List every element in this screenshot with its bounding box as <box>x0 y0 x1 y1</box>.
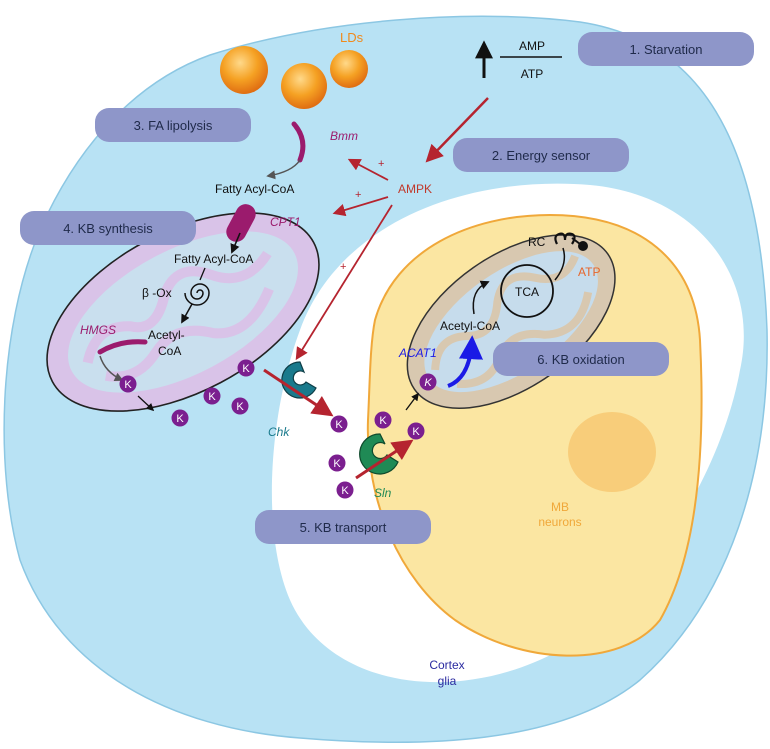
ketone-7: K <box>336 481 354 499</box>
fatty-acyl-coa-top: Fatty Acyl-CoA <box>215 182 294 196</box>
amp-label: AMP <box>519 39 545 53</box>
ketone-4: K <box>237 359 255 377</box>
chk-transport-arrow <box>263 368 334 417</box>
step-4-label: 4. KB synthesis <box>63 221 153 236</box>
rc-stalk <box>571 237 581 245</box>
acat1-label: ACAT1 <box>398 346 437 360</box>
step-1-label: 1. Starvation <box>630 42 703 57</box>
neuron-nucleus <box>568 412 656 492</box>
ampk-to-cpt1-arrow <box>332 196 389 217</box>
glia-label: glia <box>438 674 457 688</box>
ketone-glia-mito: K <box>119 375 137 393</box>
step-6-label: 6. KB oxidation <box>537 352 624 367</box>
ketone-8: K <box>374 411 392 429</box>
rc-label: RC <box>528 235 546 249</box>
atp-ratio-label: ATP <box>521 67 543 81</box>
ketone-5: K <box>330 415 348 433</box>
hmgs-enzyme <box>97 339 148 355</box>
acetyl-label: Acetyl- <box>148 328 185 342</box>
starvation-to-ampk-arrow <box>425 97 489 163</box>
svg-text:K: K <box>124 379 132 391</box>
ketone-6: K <box>328 454 346 472</box>
ketone-import-arrow <box>405 392 419 411</box>
step-2-label: 2. Energy sensor <box>492 148 591 163</box>
plus-bmm: + <box>378 158 384 170</box>
svg-text:K: K <box>333 458 341 470</box>
neurons-label: neurons <box>538 515 581 529</box>
bmm-label: Bmm <box>330 129 358 143</box>
svg-text:K: K <box>208 391 216 403</box>
lipid-droplet-2 <box>281 63 327 109</box>
ketone-export-arrow <box>137 395 155 412</box>
coa-label: CoA <box>158 344 181 358</box>
chk-label: Chk <box>268 425 290 439</box>
sln-transport-arrow <box>355 439 414 480</box>
cortex-label: Cortex <box>429 658 464 672</box>
step-5-pill: 5. KB transport <box>255 510 431 544</box>
cpt1-transporter <box>226 204 256 242</box>
svg-text:K: K <box>412 426 420 438</box>
lds-label: LDs <box>340 30 364 45</box>
ketone-3: K <box>231 397 249 415</box>
plus-chk: + <box>340 261 346 273</box>
svg-text:K: K <box>335 419 343 431</box>
ketone-1: K <box>171 409 189 427</box>
ketone-9: K <box>407 422 425 440</box>
sln-transporter <box>359 433 399 475</box>
atp-neuron-label: ATP <box>578 265 600 279</box>
beta-ox-arrow-out <box>181 303 193 324</box>
hmgs-arrow <box>99 355 124 382</box>
beta-ox-spiral <box>184 283 210 306</box>
beta-ox-arrow-in <box>199 267 206 281</box>
acetyl-coa-to-tca-arrow <box>472 280 490 315</box>
acat1-arrow <box>447 335 483 388</box>
ampk-to-bmm-arrow <box>347 158 389 181</box>
plus-cpt1: + <box>355 189 361 201</box>
svg-text:K: K <box>176 413 184 425</box>
rc-complex-icon <box>554 232 576 245</box>
sln-label: Sln <box>374 486 392 500</box>
ampk-label: AMPK <box>398 182 432 196</box>
tca-label: TCA <box>515 285 539 299</box>
cpt1-arrow <box>230 232 241 254</box>
ketone-neuron-mito: K <box>419 373 437 391</box>
tca-cycle <box>500 264 554 318</box>
svg-text:K: K <box>236 401 244 413</box>
ketone-2: K <box>203 387 221 405</box>
mb-label: MB <box>551 500 569 514</box>
cpt1-label: CPT1 <box>270 215 301 229</box>
svg-text:K: K <box>242 363 250 375</box>
tca-to-rc-arrow <box>554 247 566 281</box>
beta-ox-label: β -Ox <box>142 286 172 300</box>
fatty-acyl-coa-mito: Fatty Acyl-CoA <box>174 252 253 266</box>
step-6-pill: 6. KB oxidation <box>493 342 669 376</box>
step-3-label: 3. FA lipolysis <box>134 118 213 133</box>
lipid-droplet-3 <box>330 50 368 88</box>
step-1-pill: 1. Starvation <box>578 32 754 66</box>
bmm-enzyme <box>291 121 306 163</box>
lipid-droplet-1 <box>220 46 268 94</box>
svg-text:K: K <box>379 415 387 427</box>
step-3-pill: 3. FA lipolysis <box>95 108 251 142</box>
lipolysis-arrow <box>266 159 301 180</box>
svg-text:K: K <box>341 485 349 497</box>
hmgs-label: HMGS <box>80 323 116 337</box>
acetyl-coa-neuron: Acetyl-CoA <box>440 319 500 333</box>
step-5-label: 5. KB transport <box>300 520 387 535</box>
atp-synthase-icon <box>578 241 588 251</box>
ampk-to-chk-arrow <box>295 204 393 361</box>
svg-text:K: K <box>424 377 432 389</box>
step-4-pill: 4. KB synthesis <box>20 211 196 245</box>
step-2-pill: 2. Energy sensor <box>453 138 629 172</box>
